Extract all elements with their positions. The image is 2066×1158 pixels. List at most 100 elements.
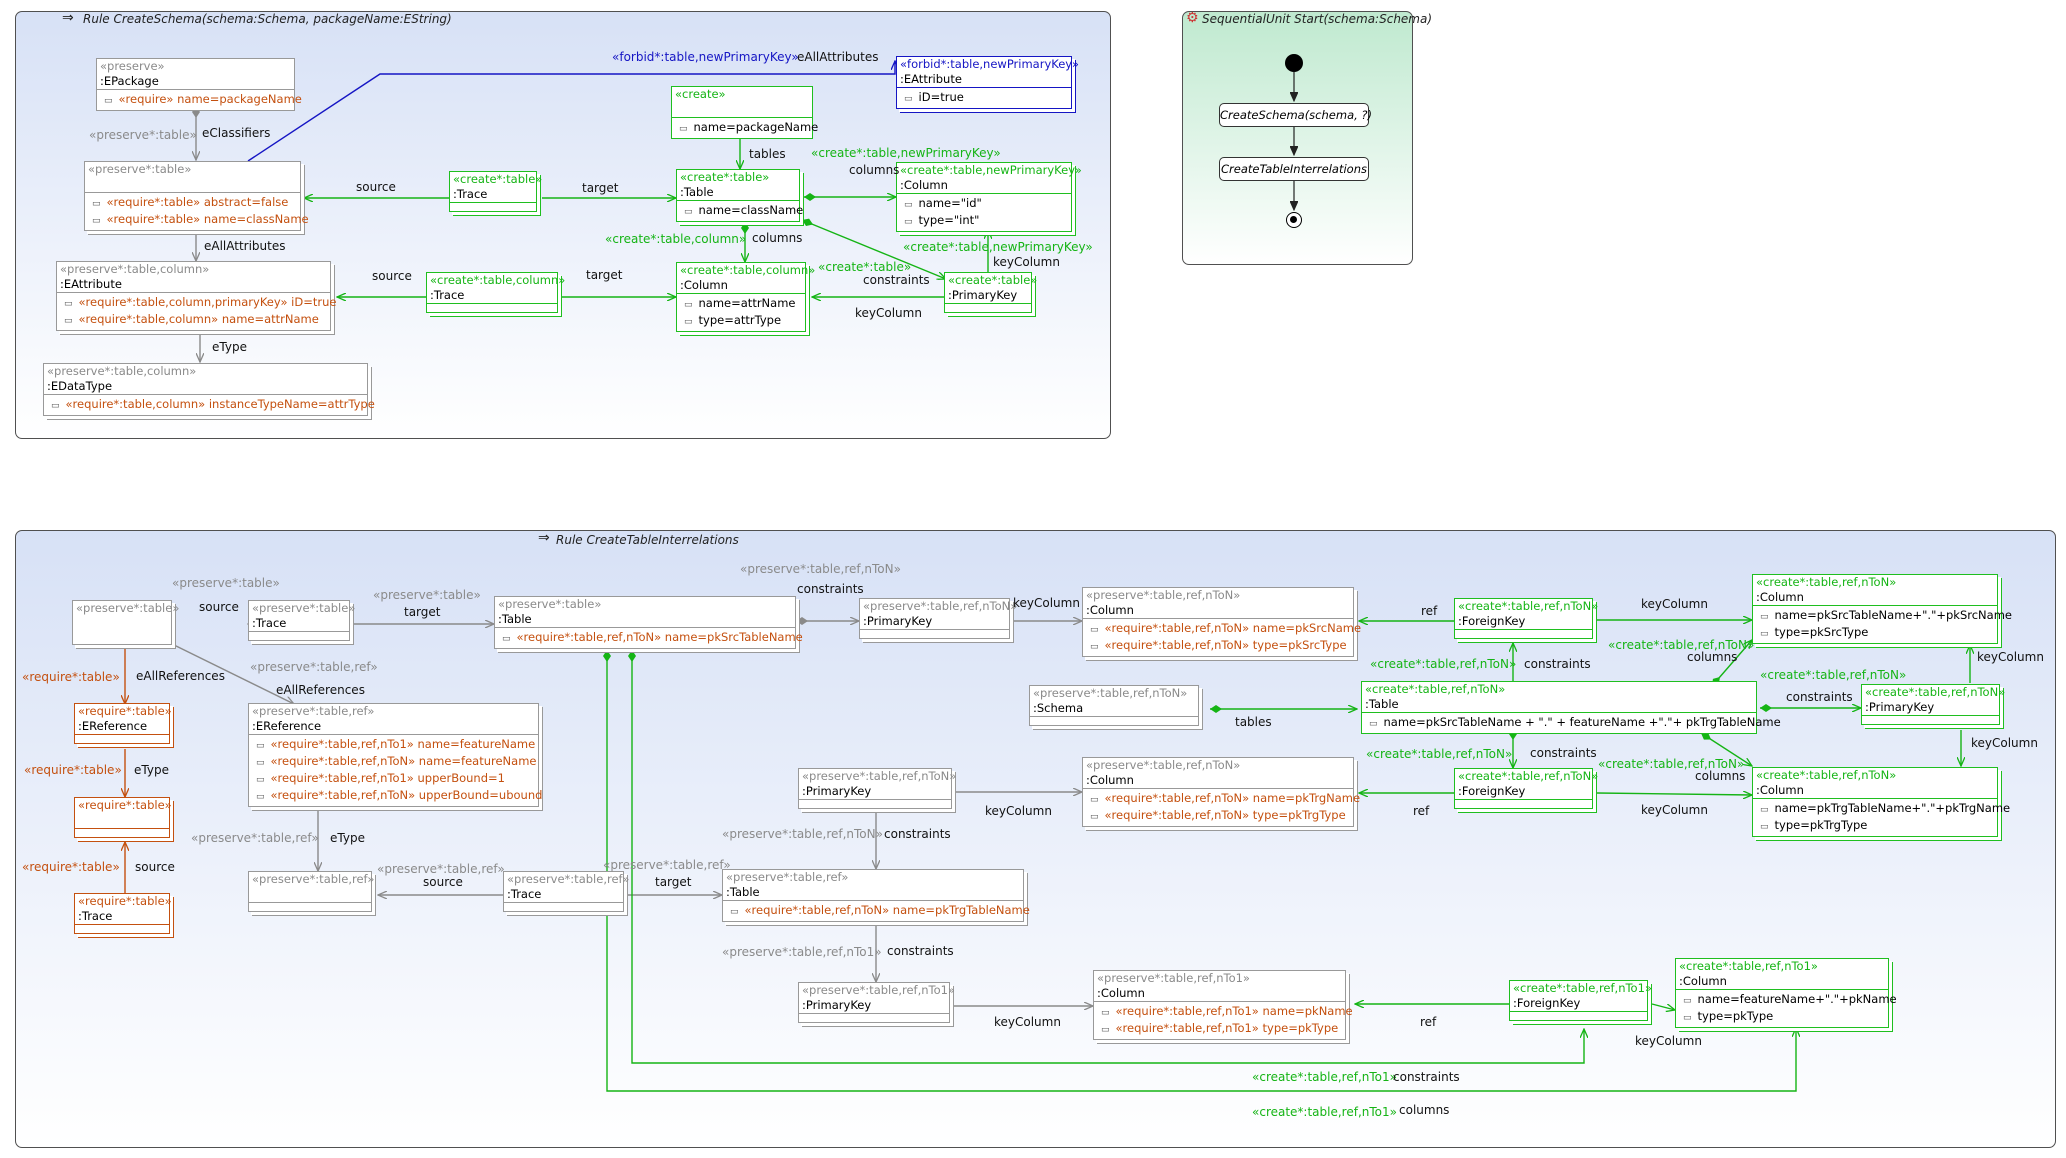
node-create-column-trg[interactable]: «create*:table,ref,nToN» :Column name=pk… (1752, 767, 2011, 837)
node-primary-key-src[interactable]: «preserve*:table,ref,nToN» :PrimaryKey (859, 598, 1017, 639)
node-table-src[interactable]: «preserve*:table» :Table «require*:table… (494, 596, 803, 649)
edge-label: keyColumn (994, 1015, 1061, 1029)
attribute: «require*:table,column» instanceTypeName… (47, 397, 375, 414)
edge-label: «preserve*:table,ref» (377, 862, 505, 876)
edge-label: «preserve*:table,ref» (191, 831, 319, 845)
attribute: «require*:table,column» name=attrName (60, 312, 327, 329)
attribute: name=packageName (675, 120, 819, 137)
attribute: «require*:table,ref,nToN» name=pkTrgName (1086, 791, 1361, 808)
node-create-primary-key[interactable]: «create*:table,ref,nToN» :PrimaryKey (1861, 684, 2005, 725)
edge-label: target (655, 875, 692, 889)
node-require-type[interactable]: «require*:table» (74, 797, 172, 838)
edge-label: columns (849, 163, 900, 177)
node-foreign-key-trg[interactable]: «create*:table,ref,nToN» :ForeignKey (1454, 768, 1598, 809)
edge-label: eType (330, 831, 365, 845)
attribute: «require*:table,ref,nToN» name=pkSrcTabl… (498, 630, 803, 647)
node-eclass-root[interactable]: «preserve*:table» (72, 600, 179, 645)
edge-label: «create*:table,ref,nToN» (1598, 757, 1745, 771)
node-epackage[interactable]: «preserve» :EPackage «require» name=pack… (96, 58, 302, 111)
edge-label: «require*:table» (22, 670, 120, 684)
node-primary-key-1[interactable]: «preserve*:table,ref,nTo1» :PrimaryKey (798, 982, 955, 1023)
edge-label: source (423, 875, 463, 889)
edge-label: «preserve*:table,ref» (603, 858, 731, 872)
node-primary-key[interactable]: «create*:table» :PrimaryKey (944, 272, 1037, 313)
edge-label: «preserve*:table,ref,nToN» (722, 827, 883, 841)
edge-label: constraints (863, 273, 930, 287)
node-table[interactable]: «create*:table» :Table name=className (676, 169, 803, 222)
node-trace-1[interactable]: «create*:table» :Trace (449, 171, 542, 212)
attribute: «require*:table,ref,nToN» name=pkSrcName (1086, 621, 1362, 638)
edge-label: target (582, 181, 619, 195)
edge-label: «preserve*:table,ref,nToN» (740, 562, 901, 576)
node-create-column-1[interactable]: «create*:table,ref,nTo1» :Column name=fe… (1675, 958, 1897, 1028)
attribute: name=pkTrgTableName+"."+pkTrgName (1756, 801, 2011, 818)
edge-label: constraints (1786, 690, 1853, 704)
sequential-unit-icon: ⚙ (1186, 10, 1199, 26)
node-forbid-eattribute[interactable]: «forbid*:table,newPrimaryKey» :EAttribut… (896, 56, 1079, 109)
node-trace-source[interactable]: «preserve*:table» :Trace (248, 600, 355, 641)
edge-label: «preserve*:table» (373, 588, 481, 602)
unit-call-create-table-interrelations[interactable]: CreateTableInterrelations (1219, 157, 1369, 181)
node-eattribute[interactable]: «preserve*:table,column» :EAttribute «re… (56, 261, 336, 331)
attribute: «require*:table,ref,nToN» name=featureNa… (252, 754, 537, 771)
node-column[interactable]: «create*:table,column» :Column name=attr… (676, 262, 815, 332)
node-require-trace[interactable]: «require*:table» :Trace (74, 893, 172, 934)
attribute: type="int" (900, 213, 1068, 230)
attribute: «require*:table» abstract=false (88, 195, 297, 212)
node-ereference[interactable]: «preserve*:table,ref» :EReference «requi… (248, 703, 542, 807)
node-edatatype[interactable]: «preserve*:table,column» :EDataType «req… (43, 363, 375, 416)
edge-label: constraints (1530, 746, 1597, 760)
edge-label: «create*:table,column» (605, 232, 747, 246)
edge-label: «create*:table,ref,nTo1» (1252, 1105, 1397, 1119)
node-column-trg[interactable]: «preserve*:table,ref,nToN» :Column «requ… (1082, 757, 1361, 827)
node-column-src[interactable]: «preserve*:table,ref,nToN» :Column «requ… (1082, 587, 1362, 657)
edge-label: keyColumn (1013, 596, 1080, 610)
attribute: type=attrType (680, 313, 802, 330)
edge-label: columns (1695, 769, 1746, 783)
edge-label: «create*:table,ref,nToN» (1760, 668, 1907, 682)
attribute: name="id" (900, 196, 1068, 213)
node-table-trg[interactable]: «preserve*:table,ref» :Table «require*:t… (722, 869, 1030, 922)
attribute: name=attrName (680, 296, 802, 313)
attribute: «require*:table,ref,nToN» type=pkTrgType (1086, 808, 1350, 825)
attribute: name=pkSrcTableName+"."+pkSrcName (1756, 608, 2012, 625)
node-eclass[interactable]: «preserve*:table» «require*:table» abstr… (84, 161, 309, 231)
edge-label: «create*:table,ref,nToN» (1608, 638, 1755, 652)
node-foreign-key-1[interactable]: «create*:table,ref,nTo1» :ForeignKey (1509, 980, 1652, 1021)
attribute: name=featureName+"."+pkName (1679, 992, 1897, 1009)
edge-label: eAllReferences (276, 683, 365, 697)
node-foreign-key-src[interactable]: «create*:table,ref,nToN» :ForeignKey (1454, 598, 1598, 639)
sequential-unit-title: SequentialUnit Start(schema:Schema) (1202, 12, 1433, 26)
unit-call-create-schema[interactable]: CreateSchema(schema, ?) (1219, 103, 1372, 127)
edge-label: constraints (797, 582, 864, 596)
node-primary-key-trg[interactable]: «preserve*:table,ref,nToN» :PrimaryKey (798, 768, 956, 809)
attribute: type=pkType (1679, 1009, 1885, 1026)
edge-label: keyColumn (993, 255, 1060, 269)
node-column-1[interactable]: «preserve*:table,ref,nTo1» :Column «requ… (1093, 970, 1353, 1040)
edge-label: keyColumn (855, 306, 922, 320)
attribute: «require» name=packageName (100, 92, 302, 109)
node-create-top[interactable]: «create» name=packageName (671, 86, 819, 139)
edge-label: keyColumn (1977, 650, 2044, 664)
edge-label: «create*:table,newPrimaryKey» (811, 146, 1001, 160)
attribute: iD=true (900, 90, 1068, 107)
edge-label: eAllAttributes (204, 239, 286, 253)
edge-label: «preserve*:table» (172, 576, 280, 590)
edge-label: target (404, 605, 441, 619)
node-require-ereference[interactable]: «require*:table» :EReference (74, 703, 172, 744)
edge-label: eClassifiers (202, 126, 271, 140)
node-column-id[interactable]: «create*:table,newPrimaryKey» :Column na… (896, 162, 1082, 232)
edge-label: constraints (1524, 657, 1591, 671)
node-schema[interactable]: «preserve*:table,ref,nToN» :Schema (1029, 685, 1199, 726)
node-trace-trg[interactable]: «preserve*:table,ref» :Trace (503, 871, 629, 912)
node-create-table[interactable]: «create*:table,ref,nToN» :Table name=pkS… (1361, 681, 1781, 734)
node-trace-2[interactable]: «create*:table,column» :Trace (426, 272, 565, 313)
edge-label: «require*:table» (24, 763, 122, 777)
node-etype-target[interactable]: «preserve*:table,ref» (248, 871, 374, 912)
node-create-column-src[interactable]: «create*:table,ref,nToN» :Column name=pk… (1752, 574, 2012, 644)
edge-label: keyColumn (1971, 736, 2038, 750)
edge-label: keyColumn (1641, 597, 1708, 611)
attribute: type=pkSrcType (1756, 625, 1994, 642)
